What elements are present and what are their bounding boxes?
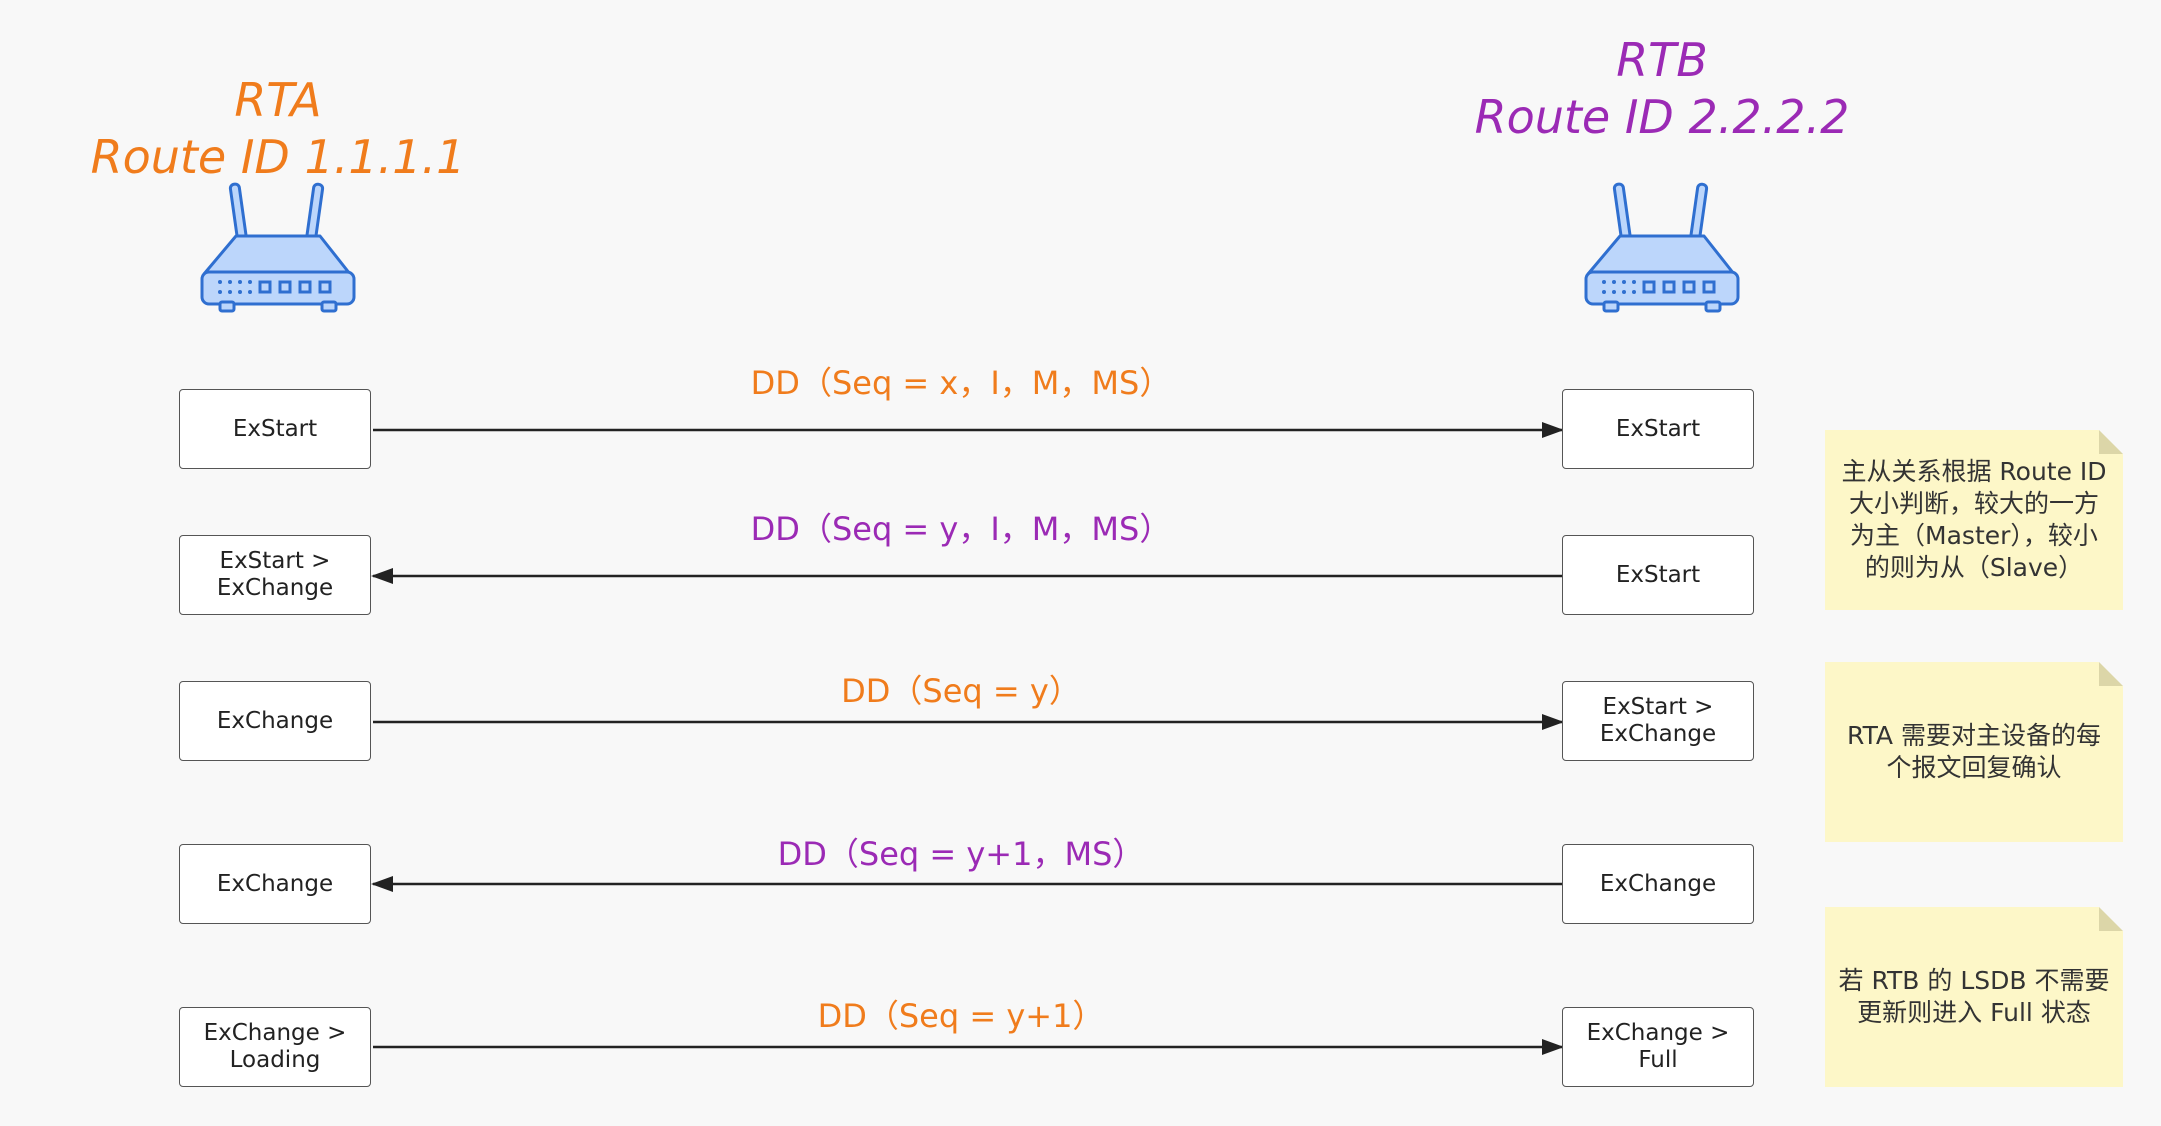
rtb-state-line: Full (1638, 1047, 1678, 1073)
note-line: 更新则进入 Full 状态 (1857, 998, 2091, 1027)
rtb-name: RTB (1616, 33, 1708, 87)
note-line: 主从关系根据 Route ID (1841, 457, 2107, 486)
rta-state-box-4: ExChange (179, 844, 371, 924)
rtb-state-box-3: ExStart > ExChange (1562, 681, 1754, 761)
message-label-1: DD（Seq = x，I，M，MS） (750, 364, 1172, 402)
rtb-state-box-5: ExChange > Full (1562, 1007, 1754, 1087)
rtb-state-box-1: ExStart (1562, 389, 1754, 469)
note-full-state: 若 RTB 的 LSDB 不需要 更新则进入 Full 状态 (1825, 907, 2123, 1087)
rta-route-id: Route ID 1.1.1.1 (90, 130, 466, 184)
rta-title: RTA Route ID 1.1.1.1 (28, 72, 528, 186)
rtb-state-line: ExChange (1599, 870, 1717, 897)
rtb-router-icon (1584, 182, 1740, 313)
note-fold-icon (2099, 430, 2123, 454)
note-line: 的则为从（Slave） (1864, 553, 2084, 582)
rta-router-icon (200, 182, 356, 313)
message-label-2: DD（Seq = y，I，M，MS） (750, 510, 1172, 548)
rtb-state-line: ExChange > (1586, 1020, 1730, 1046)
note-line: 若 RTB 的 LSDB 不需要 (1838, 966, 2110, 995)
rtb-state-box-2: ExStart (1562, 535, 1754, 615)
rtb-title: RTB Route ID 2.2.2.2 (1412, 32, 1912, 146)
rtb-state-line: ExStart (1615, 561, 1701, 588)
note-line: 个报文回复确认 (1886, 753, 2062, 782)
note-line: 大小判断，较大的一方 (1848, 489, 2099, 518)
rta-state-line: Loading (229, 1047, 321, 1073)
note-line: 为主（Master），较小 (1850, 521, 2098, 550)
rta-state-line: ExChange > (203, 1020, 347, 1046)
rtb-state-box-4: ExChange (1562, 844, 1754, 924)
rta-state-line: ExStart (232, 415, 318, 442)
message-label-3: DD（Seq = y） (841, 672, 1081, 710)
message-label-5: DD（Seq = y+1） (817, 997, 1105, 1035)
note-line: RTA 需要对主设备的每 (1847, 721, 2101, 750)
message-label-4: DD（Seq = y+1，MS） (777, 835, 1145, 873)
rta-state-box-2: ExStart > ExChange (179, 535, 371, 615)
note-fold-icon (2099, 907, 2123, 931)
rta-state-line: ExStart > (219, 548, 331, 574)
rta-name: RTA (234, 73, 322, 127)
note-fold-icon (2099, 662, 2123, 686)
rtb-state-line: ExChange (1599, 721, 1717, 747)
rta-state-line: ExChange (216, 575, 334, 601)
rta-state-box-1: ExStart (179, 389, 371, 469)
rta-state-line: ExChange (216, 707, 334, 734)
note-master-slave: 主从关系根据 Route ID 大小判断，较大的一方 为主（Master），较小… (1825, 430, 2123, 610)
rtb-state-line: ExStart > (1602, 694, 1714, 720)
rtb-route-id: Route ID 2.2.2.2 (1474, 90, 1850, 144)
rtb-state-line: ExStart (1615, 415, 1701, 442)
note-ack: RTA 需要对主设备的每 个报文回复确认 (1825, 662, 2123, 842)
rta-state-line: ExChange (216, 870, 334, 897)
rta-state-box-5: ExChange > Loading (179, 1007, 371, 1087)
rta-state-box-3: ExChange (179, 681, 371, 761)
